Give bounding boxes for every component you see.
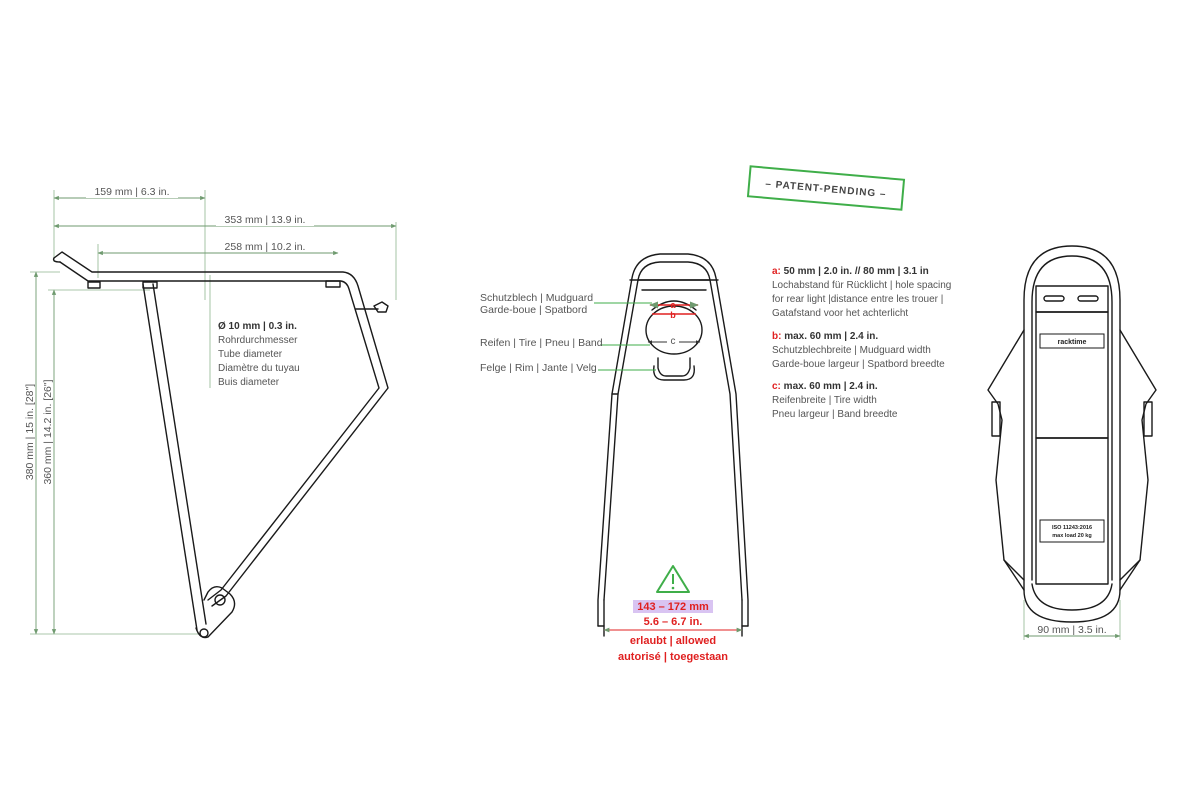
dim-258: 258 mm | 10.2 in. bbox=[225, 241, 306, 253]
brand-plate bbox=[1039, 333, 1105, 349]
tube-line-de: Rohrdurchmesser bbox=[218, 335, 298, 346]
spec-c-line-1: Reifenbreite | Tire width bbox=[772, 395, 877, 406]
spec-a-line-2: for rear light |distance entre les troue… bbox=[772, 294, 943, 305]
tube-line-fr: Diamètre du tuyau bbox=[218, 363, 300, 374]
spec-c-heading: c: max. 60 mm | 2.4 in. bbox=[772, 381, 878, 392]
patent-pending-text: – PATENT-PENDING – bbox=[765, 179, 887, 201]
side-extension-lines bbox=[30, 190, 397, 635]
marker-a: a bbox=[670, 300, 676, 310]
patent-pending-stamp: – PATENT-PENDING – bbox=[746, 165, 906, 211]
iso-line-2: max load 20 kg bbox=[1052, 533, 1091, 539]
spec-b-heading: b: max. 60 mm | 2.4 in. bbox=[772, 331, 878, 342]
spec-b-line-1: Schutzblechbreite | Mudguard width bbox=[772, 345, 931, 356]
brand-name: racktime bbox=[1058, 339, 1087, 346]
spec-b-line-2: Garde-boue largeur | Spatbord breedte bbox=[772, 359, 945, 370]
label-mudguard-2: Garde-boue | Spatbord bbox=[480, 304, 587, 316]
tube-diameter-lines: Rohrdurchmesser Tube diameter Diamètre d… bbox=[218, 335, 300, 388]
side-view: 159 mm | 6.3 in. 353 mm | 13.9 in. 258 m… bbox=[24, 186, 397, 639]
specs-panel: a: 50 mm | 2.0 in. // 80 mm | 3.1 in Loc… bbox=[772, 266, 951, 420]
width-range-highlight bbox=[633, 600, 713, 613]
width-range-in: 5.6 – 6.7 in. bbox=[644, 616, 703, 628]
side-dimension-lines bbox=[33, 195, 397, 635]
tube-line-en: Tube diameter bbox=[218, 349, 283, 360]
top-extension-lines bbox=[1023, 600, 1121, 640]
tube-diameter-title: Ø 10 mm | 0.3 in. bbox=[218, 321, 297, 332]
dim-height-outer: 380 mm | 15 in. [28"] bbox=[24, 384, 36, 480]
iso-line-1: ISO 11243:2016 bbox=[1052, 525, 1092, 531]
side-rack-outline bbox=[52, 251, 389, 639]
dim-159: 159 mm | 6.3 in. bbox=[94, 186, 169, 198]
marker-c: c bbox=[671, 336, 676, 347]
top-rack-outline bbox=[987, 245, 1157, 623]
label-rim: Felge | Rim | Jante | Velg bbox=[480, 362, 597, 374]
iso-plate bbox=[1039, 519, 1105, 543]
label-tire: Reifen | Tire | Pneu | Band bbox=[480, 337, 603, 349]
top-view: racktime ISO 11243:2016 max load 20 kg 9… bbox=[987, 245, 1157, 640]
rear-view: c a b Schutzblech | Mudguard Garde-boue … bbox=[480, 253, 749, 663]
spec-a-heading: a: 50 mm | 2.0 in. // 80 mm | 3.1 in bbox=[772, 266, 929, 277]
warning-triangle-icon bbox=[656, 565, 690, 593]
tube-line-nl: Buis diameter bbox=[218, 377, 280, 388]
spec-a-line-3: Gatafstand voor het achterlicht bbox=[772, 308, 908, 319]
allowed-line-2: autorisé | toegestaan bbox=[618, 651, 728, 663]
label-mudguard-1: Schutzblech | Mudguard bbox=[480, 292, 593, 304]
rear-leader-lines bbox=[594, 302, 656, 371]
dim-height-inner: 360 mm | 14.2 in. [26"] bbox=[42, 379, 54, 484]
marker-b: b bbox=[670, 310, 676, 320]
dim-90: 90 mm | 3.5 in. bbox=[1037, 624, 1106, 636]
allowed-line-1: erlaubt | allowed bbox=[630, 635, 716, 647]
dim-353: 353 mm | 13.9 in. bbox=[225, 214, 306, 226]
spec-c-line-2: Pneu largeur | Band breedte bbox=[772, 409, 898, 420]
spec-a-line-1: Lochabstand für Rücklicht | hole spacing bbox=[772, 280, 951, 291]
rear-ab-markers: a b bbox=[649, 300, 699, 320]
width-range-mm: 143 – 172 mm bbox=[637, 601, 709, 613]
